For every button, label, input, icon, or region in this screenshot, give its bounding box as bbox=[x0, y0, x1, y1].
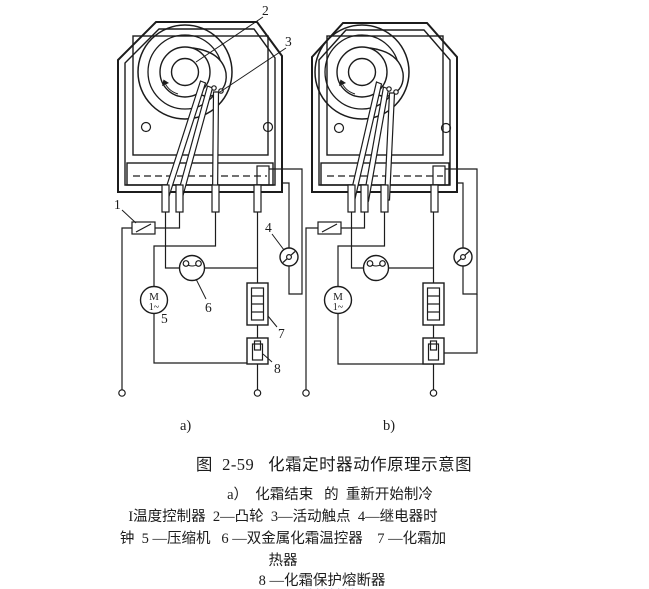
mount-hole-icon bbox=[140, 121, 152, 133]
cam-b bbox=[314, 24, 410, 120]
defrost-heater-symbol bbox=[246, 282, 269, 326]
part-number-labels: 1 2 3 4 5 6 7 8 bbox=[114, 3, 292, 376]
legend-line-2: 钟 5 —压缩机 6 —双金属化霜温控器 7 —化霜加 bbox=[119, 531, 447, 547]
part-label-7: 7 bbox=[278, 326, 285, 341]
contact-levers-a bbox=[161, 80, 224, 202]
part-label-3: 3 bbox=[285, 34, 292, 49]
part-label-5: 5 bbox=[161, 311, 168, 326]
defrost-fuse-symbol bbox=[422, 337, 445, 365]
terminal-icon bbox=[429, 389, 438, 397]
motor-labels: M 1~ M 1~ bbox=[149, 291, 344, 313]
figure-state-caption: a） 化霜结束 的 重新开始制冷 bbox=[227, 487, 433, 503]
motor-letter-a: M bbox=[149, 291, 159, 303]
legend-line-3: 热器 bbox=[268, 553, 298, 569]
bimetal-thermostat-symbol bbox=[178, 254, 206, 282]
contact-levers-b bbox=[348, 81, 399, 202]
defrost-fuse-symbol bbox=[246, 337, 269, 365]
part-label-1: 1 bbox=[114, 197, 121, 212]
legend-line-4-suffix: 断器 bbox=[356, 573, 386, 589]
part-label-6: 6 bbox=[205, 300, 212, 315]
part-label-8: 8 bbox=[274, 361, 281, 376]
circuit-b bbox=[302, 168, 478, 397]
motor-letter-b: M bbox=[333, 291, 343, 303]
legend-line-1: I温度控制器 2—凸轮 3—活动触点 4—继电器时 bbox=[128, 509, 438, 525]
terminal-pins-a bbox=[161, 184, 262, 213]
rotation-arrow-icon bbox=[339, 79, 346, 86]
terminal-pins-b bbox=[347, 184, 439, 213]
sublabel-a: a) bbox=[180, 418, 191, 434]
mount-hole-icon bbox=[440, 122, 452, 134]
mount-hole-icon bbox=[333, 122, 345, 134]
bimetal-thermostat-symbol bbox=[362, 254, 390, 282]
mount-hole-icon bbox=[262, 121, 274, 133]
timer-unit-a bbox=[117, 16, 303, 397]
rotation-arrow-icon bbox=[162, 79, 169, 86]
circuit-a bbox=[118, 168, 303, 397]
terminal-icon bbox=[118, 389, 126, 397]
legend-line-4-prefix: 8 —化 bbox=[258, 573, 299, 589]
motor-phase-b: 1~ bbox=[333, 302, 344, 313]
sublabel-b: b) bbox=[383, 418, 395, 434]
relay-timer-symbol bbox=[453, 247, 473, 267]
part-label-2: 2 bbox=[262, 3, 269, 18]
legend-line-4-marked: 霜保护熔 bbox=[298, 573, 357, 589]
defrost-timer-schematic: 1 2 3 4 5 6 7 8 M 1~ M 1~ a) b) bbox=[114, 3, 478, 434]
labels-a bbox=[121, 16, 287, 363]
timer-unit-b bbox=[302, 22, 478, 397]
defrost-heater-symbol bbox=[422, 282, 445, 326]
figure-title: 图 2-59 化霜定时器动作原理示意图 bbox=[195, 455, 473, 474]
relay-timer-symbol bbox=[279, 247, 299, 267]
terminal-icon bbox=[253, 389, 262, 397]
legend-line-4: 8 —化霜保护熔断器 bbox=[259, 569, 386, 589]
motor-phase-a: 1~ bbox=[149, 302, 160, 313]
timer-box-b bbox=[311, 22, 458, 193]
part-label-4: 4 bbox=[265, 220, 272, 235]
timer-box-a bbox=[117, 21, 283, 193]
terminal-icon bbox=[302, 389, 310, 397]
